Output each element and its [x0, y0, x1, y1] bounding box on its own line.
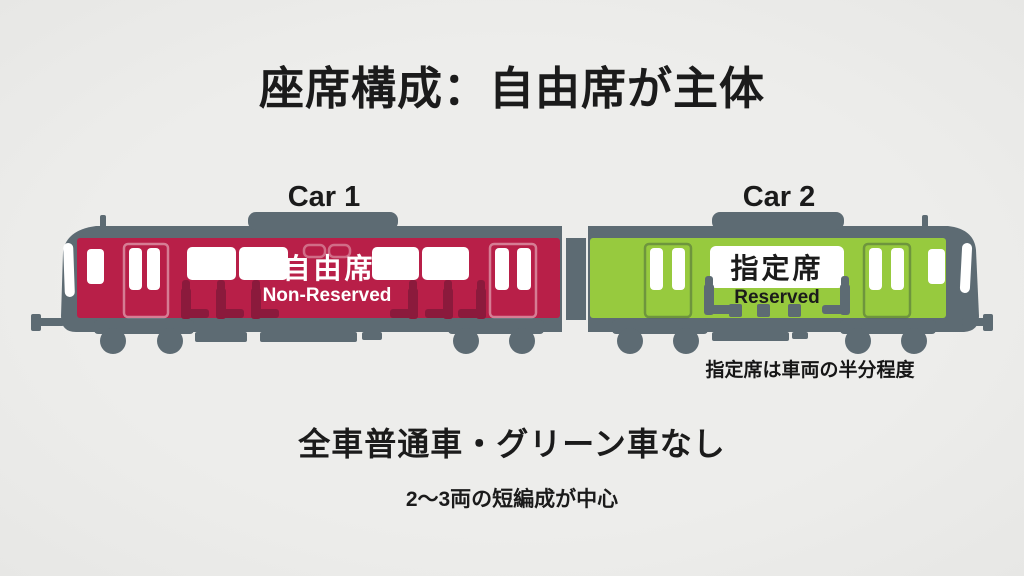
car2-seats [704, 276, 850, 315]
car1-door-left [122, 242, 170, 319]
car1-roof-unit [248, 212, 398, 230]
underfloor-box [712, 332, 789, 341]
bogie-4 [840, 320, 936, 354]
car2-class-en: Reserved [734, 287, 820, 308]
car1-door-right [488, 242, 538, 319]
summary-primary: 全車普通車・グリーン車なし [298, 426, 726, 462]
bogie-3 [612, 320, 708, 354]
car2-door-right [862, 242, 912, 319]
underfloor-box [260, 332, 357, 342]
bogie-2 [448, 320, 544, 354]
car2-cab-window [928, 249, 945, 284]
rear-coupler-icon [962, 314, 993, 331]
car2-door-left [643, 242, 693, 319]
car1: 自由席 Non-Reserved [61, 212, 562, 332]
car1-window [422, 247, 469, 280]
car1-seats-right [390, 280, 486, 319]
car2-windshield [959, 243, 973, 293]
car1-window [239, 247, 288, 280]
slide-title: 座席構成：自由席が主体 [258, 63, 765, 114]
car2: 指定席 Reserved [588, 212, 979, 332]
underfloor-box [362, 332, 382, 340]
underfloor-box [792, 332, 808, 339]
gangway-connector [566, 238, 586, 320]
car2-label: Car 2 [743, 181, 816, 213]
undercarriage [31, 314, 993, 354]
car2-reserved-window [710, 246, 844, 288]
car1-windshield [63, 243, 75, 297]
bogie-1 [94, 320, 194, 354]
underfloor-box [195, 332, 247, 342]
car1-antenna-icon [100, 215, 106, 229]
car2-class-ja: 指定席 [730, 252, 823, 284]
car2-note: 指定席は車両の半分程度 [705, 358, 915, 381]
car1-cab-window [87, 249, 104, 284]
car1-seats-left [181, 280, 279, 319]
car1-label: Car 1 [288, 181, 361, 213]
car1-class-ja: 自由席 [282, 252, 375, 284]
car2-antenna-icon [922, 215, 928, 229]
car1-window [372, 247, 419, 280]
car1-center-door-hint [302, 243, 352, 259]
front-coupler-icon [31, 314, 64, 331]
car2-roof-unit [712, 212, 844, 230]
car2-seat-tabs [729, 304, 801, 317]
car1-window [187, 247, 236, 280]
summary-secondary: 2〜3両の短編成が中心 [405, 488, 619, 511]
car1-class-en: Non-Reserved [263, 285, 392, 306]
